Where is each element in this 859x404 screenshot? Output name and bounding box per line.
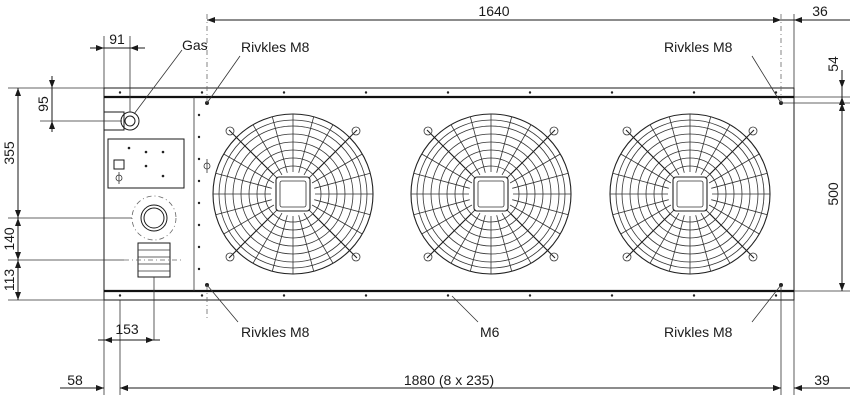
fan-hub — [473, 176, 509, 212]
dim-54: 54 — [825, 56, 841, 72]
dim-140: 140 — [1, 227, 17, 251]
label-rivkles-top-left: Rivkles M8 — [241, 39, 310, 55]
dim-355: 355 — [1, 141, 17, 165]
cable-gland — [124, 242, 182, 278]
dim-1880: 1880 (8 x 235) — [404, 372, 494, 388]
rail-dots — [118, 91, 778, 297]
dim-1640: 1640 — [478, 3, 509, 19]
label-rivkles-bottom-right: Rivkles M8 — [664, 324, 733, 340]
fan-group — [212, 113, 771, 275]
fan-guard — [212, 113, 374, 275]
dim-113: 113 — [1, 269, 17, 292]
leader-lines — [133, 49, 782, 323]
fan-guard — [609, 113, 771, 275]
label-m6: M6 — [480, 324, 500, 340]
dimension-labels: 1640 36 91 54 500 95 355 140 113 153 58 … — [1, 3, 841, 388]
dim-95: 95 — [35, 96, 51, 112]
dim-91: 91 — [109, 31, 125, 47]
sensor-symbol — [203, 159, 211, 173]
label-rivkles-bottom-left: Rivkles M8 — [241, 324, 310, 340]
part-labels: Gas Rivkles M8 Rivkles M8 Rivkles M8 Riv… — [182, 37, 733, 340]
dim-39: 39 — [814, 372, 830, 388]
extension-lines — [8, 14, 850, 395]
unit-body — [103, 87, 795, 301]
fan-hub — [275, 176, 311, 212]
dim-36: 36 — [812, 3, 828, 19]
drain-connection — [131, 195, 177, 241]
fan-hub — [672, 176, 708, 212]
label-gas: Gas — [182, 37, 208, 53]
dimension-lines — [15, 17, 850, 391]
dim-500: 500 — [825, 182, 841, 206]
dim-58: 58 — [67, 372, 83, 388]
dim-153: 153 — [115, 321, 139, 337]
fan-guard — [410, 113, 572, 275]
label-rivkles-top-right: Rivkles M8 — [664, 39, 733, 55]
electrical-box — [107, 138, 185, 189]
mounting-holes — [205, 101, 783, 287]
